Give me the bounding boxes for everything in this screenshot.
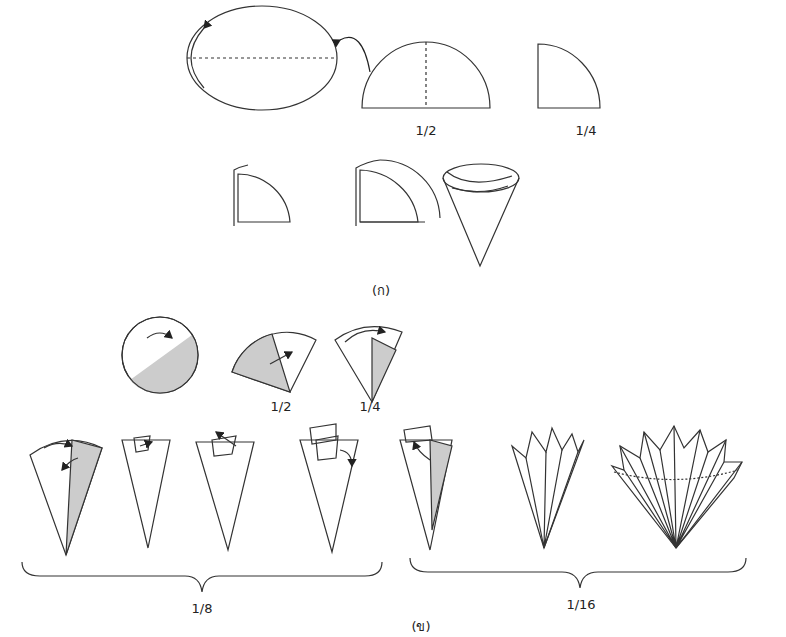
- fold-fraction: 1/16: [566, 597, 595, 612]
- figure-label: (ข): [411, 616, 430, 637]
- fold-fraction: 1/2: [271, 399, 292, 414]
- fold-fraction: 1/4: [576, 123, 597, 138]
- fold-fraction: 1/8: [192, 601, 213, 616]
- fold-fraction: 1/4: [360, 399, 381, 414]
- figure-label: (ก): [372, 280, 390, 301]
- fold-fraction: 1/2: [416, 123, 437, 138]
